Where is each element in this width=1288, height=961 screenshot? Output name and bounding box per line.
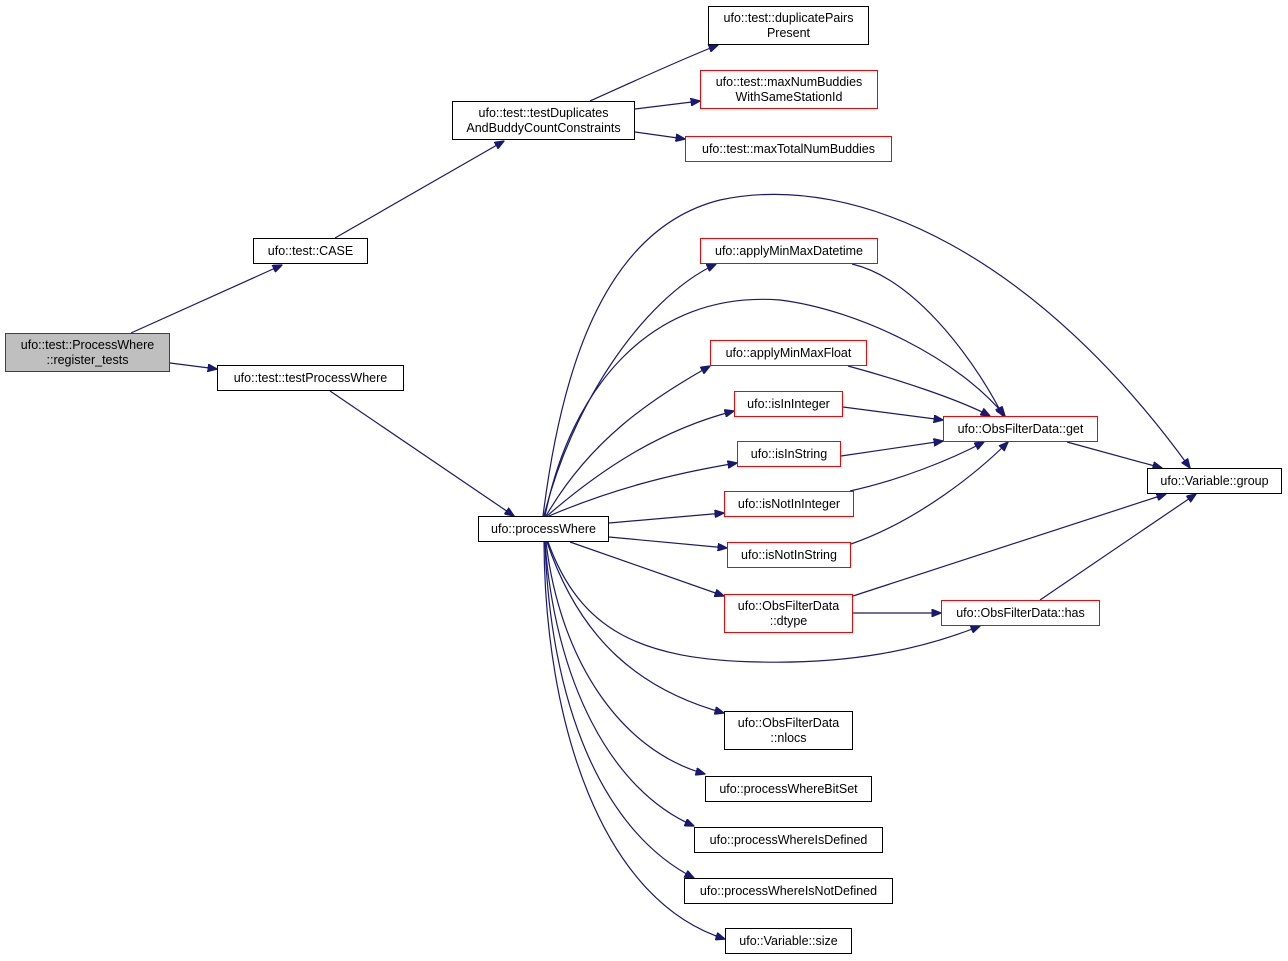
node-label: ufo::isNotInInteger bbox=[737, 496, 841, 511]
node-label: ufo::Variable::group bbox=[1160, 473, 1269, 488]
edge-processWhere-to-variableGroup bbox=[542, 193, 1190, 517]
node-label: ufo::ObsFilterData::get bbox=[957, 421, 1084, 436]
node-label: ufo::test::maxNumBuddies WithSameStation… bbox=[715, 74, 863, 104]
node-dtype[interactable]: ufo::ObsFilterData ::dtype bbox=[724, 594, 853, 633]
edge-processWhere-to-processWhereIsDefined bbox=[544, 541, 694, 826]
node-label: ufo::isInInteger bbox=[747, 396, 830, 411]
edge-register_tests-to-case bbox=[130, 265, 282, 334]
node-label: ufo::applyMinMaxFloat bbox=[725, 345, 852, 360]
edge-processWhere-to-variableSize bbox=[543, 541, 725, 939]
node-label: ufo::test::testProcessWhere bbox=[233, 370, 388, 385]
node-label: ufo::isNotInString bbox=[741, 547, 837, 562]
node-label: ufo::ObsFilterData ::dtype bbox=[737, 598, 840, 628]
edge-processWhere-to-nlocs bbox=[546, 541, 724, 713]
edge-processWhere-to-applyMinMaxFloat bbox=[545, 366, 710, 517]
edge-processWhere-to-obsHas bbox=[547, 541, 980, 663]
node-maxTotalNumBuddies[interactable]: ufo::test::maxTotalNumBuddies bbox=[685, 136, 892, 162]
node-testProcessWhere[interactable]: ufo::test::testProcessWhere bbox=[217, 365, 404, 391]
node-label: ufo::test::testDuplicates AndBuddyCountC… bbox=[466, 105, 621, 135]
edge-case-to-testDuplicates bbox=[334, 141, 504, 239]
node-isNotInString[interactable]: ufo::isNotInString bbox=[727, 542, 851, 568]
node-label: ufo::processWhereIsDefined bbox=[709, 832, 868, 847]
edge-testDuplicates-to-maxTotalNumBuddies bbox=[634, 131, 685, 139]
edge-register_tests-to-testProcessWhere bbox=[169, 362, 217, 369]
node-label: ufo::processWhereBitSet bbox=[719, 781, 858, 796]
edge-testDuplicates-to-duplicatePairs bbox=[589, 45, 718, 102]
node-obsGet[interactable]: ufo::ObsFilterData::get bbox=[943, 416, 1098, 442]
node-testDuplicates[interactable]: ufo::test::testDuplicates AndBuddyCountC… bbox=[452, 101, 635, 140]
node-label: ufo::test::maxTotalNumBuddies bbox=[702, 141, 875, 156]
node-isNotInInteger[interactable]: ufo::isNotInInteger bbox=[724, 491, 854, 517]
node-obsHas[interactable]: ufo::ObsFilterData::has bbox=[941, 600, 1100, 626]
node-maxNumBuddies[interactable]: ufo::test::maxNumBuddies WithSameStation… bbox=[700, 70, 878, 109]
node-label: ufo::applyMinMaxDatetime bbox=[715, 243, 863, 258]
node-processWhere[interactable]: ufo::processWhere bbox=[478, 516, 609, 542]
edges bbox=[130, 45, 1196, 939]
node-nlocs[interactable]: ufo::ObsFilterData ::nlocs bbox=[724, 711, 853, 750]
node-label: ufo::test::ProcessWhere ::register_tests bbox=[20, 337, 155, 367]
node-label: ufo::Variable::size bbox=[739, 933, 838, 948]
edge-applyMinMaxDatetime-to-obsGet bbox=[851, 263, 1003, 416]
edge-processWhere-to-processWhereIsNotDefined bbox=[544, 541, 694, 878]
node-label: ufo::test::CASE bbox=[267, 243, 354, 258]
node-duplicatePairs[interactable]: ufo::test::duplicatePairs Present bbox=[708, 6, 869, 45]
node-case[interactable]: ufo::test::CASE bbox=[253, 238, 368, 264]
edge-isInString-to-obsGet bbox=[840, 441, 943, 457]
node-label: ufo::ObsFilterData ::nlocs bbox=[737, 715, 840, 745]
node-applyMinMaxFloat[interactable]: ufo::applyMinMaxFloat bbox=[710, 340, 867, 366]
edge-obsGet-to-variableGroup bbox=[1066, 441, 1162, 468]
edge-testProcessWhere-to-processWhere bbox=[329, 390, 514, 516]
edge-applyMinMaxFloat-to-obsGet bbox=[847, 365, 990, 416]
node-isInInteger[interactable]: ufo::isInInteger bbox=[734, 391, 843, 417]
edge-processWhere-to-obsGet bbox=[544, 298, 1005, 517]
edge-processWhere-to-isInInteger bbox=[546, 411, 734, 517]
node-applyMinMaxDatetime[interactable]: ufo::applyMinMaxDatetime bbox=[700, 238, 878, 264]
node-label: ufo::isInString bbox=[750, 446, 828, 461]
edge-processWhere-to-applyMinMaxDatetime bbox=[543, 264, 716, 517]
node-processWhereIsNotDefined[interactable]: ufo::processWhereIsNotDefined bbox=[684, 878, 893, 904]
edge-isInInteger-to-obsGet bbox=[842, 406, 943, 420]
node-label: ufo::processWhere bbox=[491, 521, 596, 536]
node-processWhereIsDefined[interactable]: ufo::processWhereIsDefined bbox=[694, 827, 883, 853]
node-label: ufo::ObsFilterData::has bbox=[956, 605, 1085, 620]
edge-obsHas-to-variableGroup bbox=[1039, 494, 1196, 601]
edge-processWhere-to-isNotInInteger bbox=[608, 513, 724, 524]
edge-testDuplicates-to-maxNumBuddies bbox=[634, 101, 700, 110]
node-label: ufo::test::duplicatePairs Present bbox=[723, 10, 854, 40]
edge-processWhere-to-dtype bbox=[569, 541, 724, 596]
node-variableSize[interactable]: ufo::Variable::size bbox=[725, 928, 852, 954]
edge-processWhere-to-processWhereBitSet bbox=[545, 541, 705, 774]
node-isInString[interactable]: ufo::isInString bbox=[737, 441, 841, 467]
edge-dtype-to-variableGroup bbox=[852, 494, 1166, 597]
edge-isNotInInteger-to-obsGet bbox=[849, 442, 984, 492]
edge-processWhere-to-isInString bbox=[548, 463, 737, 517]
node-variableGroup[interactable]: ufo::Variable::group bbox=[1147, 468, 1282, 494]
node-processWhereBitSet[interactable]: ufo::processWhereBitSet bbox=[705, 776, 872, 802]
node-label: ufo::processWhereIsNotDefined bbox=[699, 883, 878, 898]
edge-processWhere-to-isNotInString bbox=[608, 536, 727, 548]
node-register_tests: ufo::test::ProcessWhere ::register_tests bbox=[5, 333, 170, 372]
edge-isNotInString-to-obsGet bbox=[850, 442, 1008, 545]
